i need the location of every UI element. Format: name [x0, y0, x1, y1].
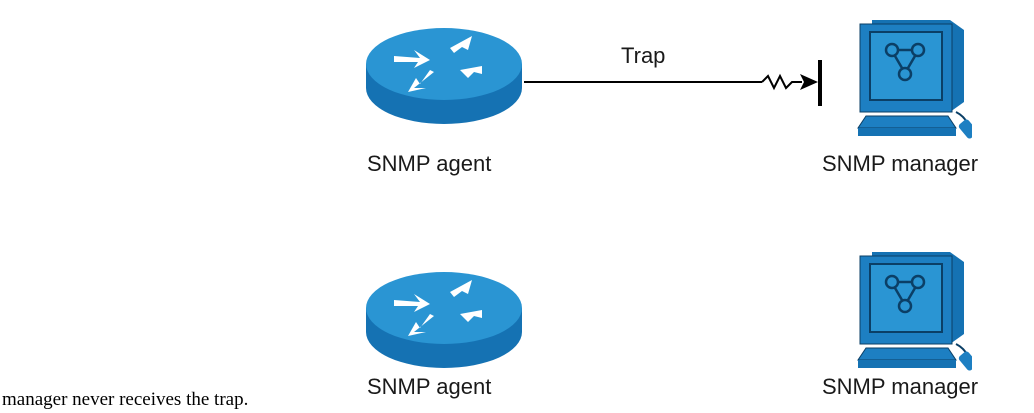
trap-connector: [524, 60, 822, 106]
workstation-icon: [852, 16, 972, 146]
workstation-icon: [852, 248, 972, 378]
caption-text: manager never receives the trap.: [2, 389, 249, 410]
snmp-agent-label: SNMP agent: [367, 151, 492, 176]
snmp-manager-label: SNMP manager: [822, 374, 979, 399]
snmp-manager-label: SNMP manager: [822, 151, 979, 176]
trap-label: Trap: [621, 43, 666, 68]
router-icon: [364, 26, 524, 126]
router-icon: [364, 270, 524, 370]
snmp-agent-label: SNMP agent: [367, 374, 492, 399]
